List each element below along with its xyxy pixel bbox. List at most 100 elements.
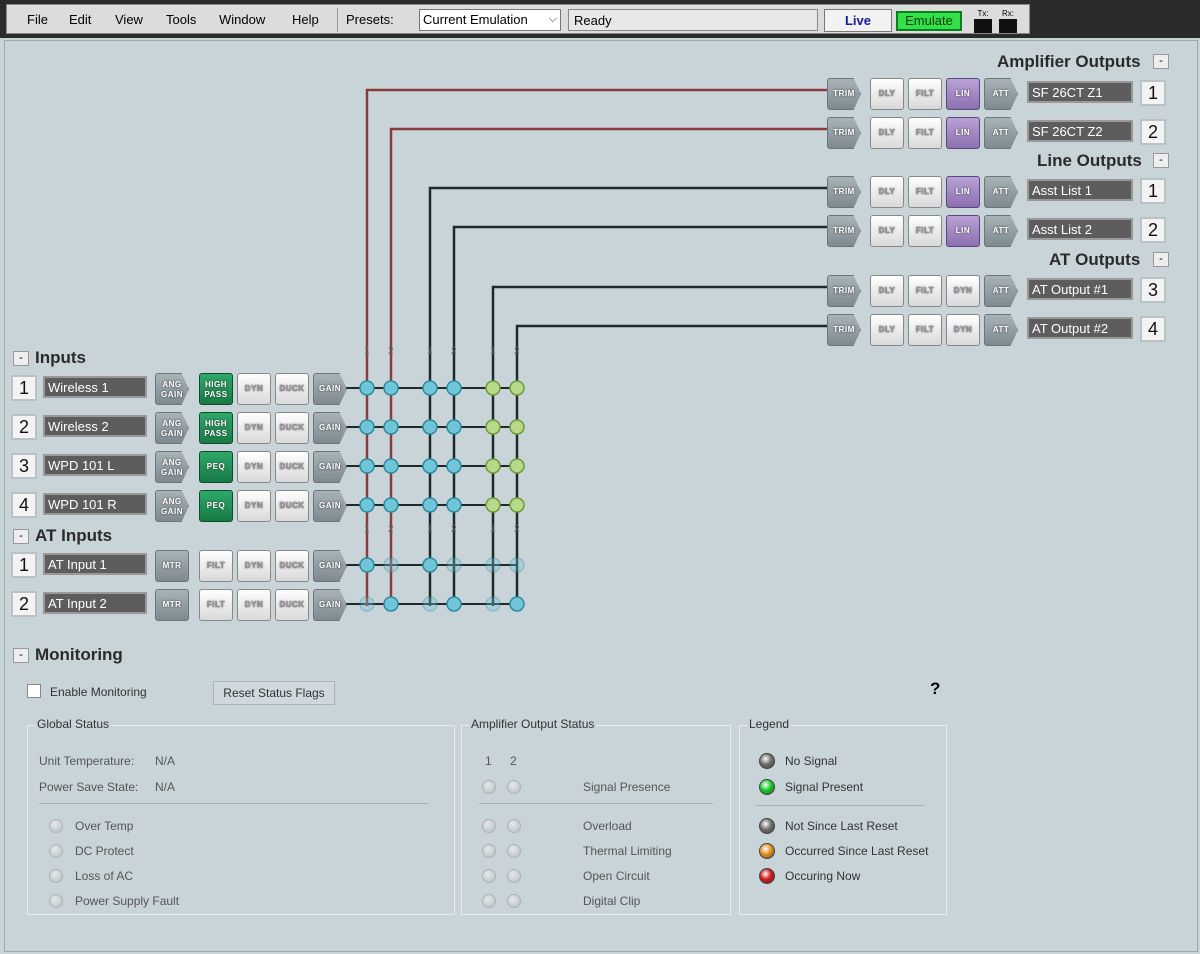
help-icon[interactable]: ? xyxy=(930,679,941,698)
duck-block[interactable]: DUCK xyxy=(275,589,309,621)
peq-block[interactable]: PEQ xyxy=(199,451,233,483)
emulate-button[interactable]: Emulate xyxy=(896,11,962,31)
dyn-block[interactable]: DYN xyxy=(237,589,271,621)
crosspoint-node[interactable] xyxy=(359,497,375,513)
dyn-block[interactable]: DYN xyxy=(237,373,271,405)
dyn-block[interactable]: DYN xyxy=(237,451,271,483)
duck-block[interactable]: DUCK xyxy=(275,490,309,522)
monitoring-collapse-button[interactable]: - xyxy=(13,648,29,663)
dyn-block[interactable]: DYN xyxy=(946,275,980,307)
trim-block[interactable]: TRIM xyxy=(827,215,861,247)
dyn-block[interactable]: DYN xyxy=(237,412,271,444)
trim-block[interactable]: TRIM xyxy=(827,117,861,149)
crosspoint-node[interactable] xyxy=(485,497,501,513)
high-pass-block[interactable]: HIGH PASS xyxy=(199,412,233,444)
duck-block[interactable]: DUCK xyxy=(275,451,309,483)
ang-gain-block[interactable]: ANG GAIN xyxy=(155,490,189,522)
crosspoint-node[interactable] xyxy=(359,596,375,612)
crosspoint-node[interactable] xyxy=(485,557,501,573)
high-pass-block[interactable]: HIGH PASS xyxy=(199,373,233,405)
att-block[interactable]: ATT xyxy=(984,176,1018,208)
att-block[interactable]: ATT xyxy=(984,78,1018,110)
crosspoint-node[interactable] xyxy=(383,419,399,435)
crosspoint-node[interactable] xyxy=(446,497,462,513)
crosspoint-node[interactable] xyxy=(446,380,462,396)
crosspoint-node[interactable] xyxy=(383,497,399,513)
crosspoint-node[interactable] xyxy=(446,419,462,435)
inputs-collapse-button[interactable]: - xyxy=(13,351,29,366)
dyn-block[interactable]: DYN xyxy=(237,490,271,522)
dly-block[interactable]: DLY xyxy=(870,275,904,307)
menu-tools[interactable]: Tools xyxy=(166,12,197,27)
menu-help[interactable]: Help xyxy=(292,12,319,27)
crosspoint-node[interactable] xyxy=(446,596,462,612)
enable-monitoring-checkbox[interactable] xyxy=(27,684,41,698)
crosspoint-node[interactable] xyxy=(359,458,375,474)
crosspoint-node[interactable] xyxy=(383,557,399,573)
menu-file[interactable]: File xyxy=(27,12,48,27)
crosspoint-node[interactable] xyxy=(446,458,462,474)
at-outputs-collapse-button[interactable]: - xyxy=(1153,252,1169,267)
menu-edit[interactable]: Edit xyxy=(69,12,92,27)
output-name-field[interactable]: Asst List 2 xyxy=(1027,218,1133,240)
ang-gain-block[interactable]: ANG GAIN xyxy=(155,451,189,483)
menu-window[interactable]: Window xyxy=(219,12,266,27)
lin-block[interactable]: LIN xyxy=(946,117,980,149)
gain-block[interactable]: GAIN xyxy=(313,451,347,483)
filt-block[interactable]: FILT xyxy=(908,275,942,307)
dly-block[interactable]: DLY xyxy=(870,117,904,149)
crosspoint-node[interactable] xyxy=(383,596,399,612)
dyn-block[interactable]: DYN xyxy=(946,314,980,346)
filt-block[interactable]: FILT xyxy=(908,78,942,110)
dly-block[interactable]: DLY xyxy=(870,215,904,247)
filt-block[interactable]: FILT xyxy=(199,589,233,621)
output-name-field[interactable]: Asst List 1 xyxy=(1027,179,1133,201)
dly-block[interactable]: DLY xyxy=(870,176,904,208)
crosspoint-node[interactable] xyxy=(509,596,525,612)
filt-block[interactable]: FILT xyxy=(908,117,942,149)
crosspoint-node[interactable] xyxy=(509,419,525,435)
ang-gain-block[interactable]: ANG GAIN xyxy=(155,412,189,444)
inputs-name-field[interactable]: WPD 101 L xyxy=(43,454,147,476)
reset-status-flags-button[interactable]: Reset Status Flags xyxy=(213,681,335,705)
att-block[interactable]: ATT xyxy=(984,117,1018,149)
att-block[interactable]: ATT xyxy=(984,215,1018,247)
output-name-field[interactable]: AT Output #1 xyxy=(1027,278,1133,300)
gain-block[interactable]: GAIN xyxy=(313,589,347,621)
crosspoint-node[interactable] xyxy=(422,419,438,435)
at-inputs-collapse-button[interactable]: - xyxy=(13,529,29,544)
filt-block[interactable]: FILT xyxy=(908,215,942,247)
crosspoint-node[interactable] xyxy=(359,380,375,396)
ang-gain-block[interactable]: ANG GAIN xyxy=(155,373,189,405)
crosspoint-node[interactable] xyxy=(509,380,525,396)
gain-block[interactable]: GAIN xyxy=(313,490,347,522)
duck-block[interactable]: DUCK xyxy=(275,373,309,405)
at-inputs-name-field[interactable]: AT Input 2 xyxy=(43,592,147,614)
crosspoint-node[interactable] xyxy=(422,458,438,474)
filt-block[interactable]: FILT xyxy=(908,176,942,208)
crosspoint-node[interactable] xyxy=(359,557,375,573)
att-block[interactable]: ATT xyxy=(984,275,1018,307)
dyn-block[interactable]: DYN xyxy=(237,550,271,582)
trim-block[interactable]: TRIM xyxy=(827,176,861,208)
trim-block[interactable]: TRIM xyxy=(827,78,861,110)
duck-block[interactable]: DUCK xyxy=(275,550,309,582)
crosspoint-node[interactable] xyxy=(422,497,438,513)
lin-block[interactable]: LIN xyxy=(946,78,980,110)
crosspoint-node[interactable] xyxy=(485,380,501,396)
att-block[interactable]: ATT xyxy=(984,314,1018,346)
filt-block[interactable]: FILT xyxy=(199,550,233,582)
crosspoint-node[interactable] xyxy=(485,419,501,435)
crosspoint-node[interactable] xyxy=(485,596,501,612)
inputs-name-field[interactable]: Wireless 2 xyxy=(43,415,147,437)
menu-view[interactable]: View xyxy=(115,12,143,27)
peq-block[interactable]: PEQ xyxy=(199,490,233,522)
crosspoint-node[interactable] xyxy=(509,497,525,513)
gain-block[interactable]: GAIN xyxy=(313,373,347,405)
filt-block[interactable]: FILT xyxy=(908,314,942,346)
preset-dropdown[interactable]: Current Emulation ⌵ xyxy=(419,9,561,31)
duck-block[interactable]: DUCK xyxy=(275,412,309,444)
crosspoint-node[interactable] xyxy=(485,458,501,474)
output-name-field[interactable]: SF 26CT Z2 xyxy=(1027,120,1133,142)
crosspoint-node[interactable] xyxy=(509,557,525,573)
